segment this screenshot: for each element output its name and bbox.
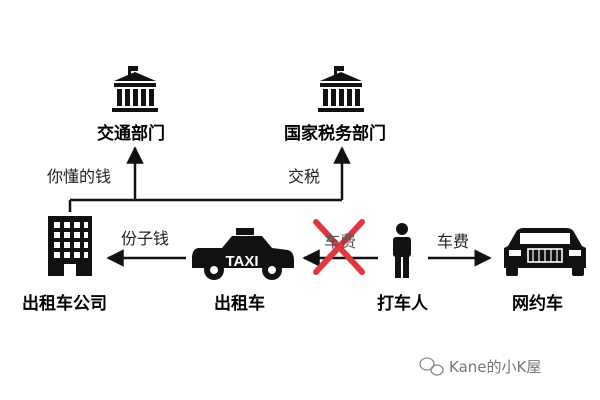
- government-building-icon: [112, 66, 158, 112]
- taxi-car-icon: [192, 228, 294, 280]
- fare-crossed-label: 车费: [324, 232, 357, 251]
- government-building-icon: [318, 66, 364, 112]
- cross-mark-icon: [313, 219, 365, 275]
- watermark-text: Kane的小K屋: [449, 358, 542, 376]
- tax-bureau-label: 国家税务部门: [284, 124, 386, 144]
- commission-label: 份子钱: [121, 229, 170, 248]
- fare-label: 车费: [437, 232, 470, 251]
- ride-hailing-label: 网约车: [512, 294, 563, 314]
- person-icon: [393, 223, 411, 278]
- taxi-company-label: 出租车公司: [22, 294, 107, 314]
- pay-tax-label: 交税: [288, 167, 321, 186]
- money-flow-connector: [68, 146, 351, 212]
- taxi-label: 出租车: [214, 294, 265, 314]
- office-building-icon: [48, 216, 92, 276]
- passenger-label: 打车人: [377, 294, 428, 314]
- taxi-sign-text: TAXI: [225, 253, 258, 270]
- money-you-know-label: 你懂的钱: [47, 167, 112, 186]
- wechat-icon: [419, 357, 444, 376]
- transport-department-label: 交通部门: [97, 124, 165, 144]
- car-front-icon: [504, 228, 586, 276]
